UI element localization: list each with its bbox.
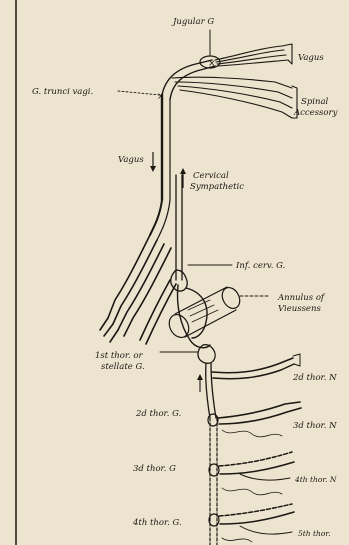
label-spinal-accessory-1: Spinal (301, 97, 329, 107)
third-thoracic-segment (209, 452, 294, 480)
label-vagus-top: Vagus (298, 53, 324, 63)
ganglion-trunci-vagi: × (118, 91, 165, 102)
label-fourth-thoracic-ganglion: 4th thor. G. (132, 518, 182, 528)
label-spinal-accessory-2: Accessory (293, 108, 338, 118)
connective-tissue-lines (222, 430, 282, 542)
inferior-cervical-ganglion (171, 265, 232, 291)
vagus-down-arrow (150, 152, 156, 172)
label-ganglion-trunci-vagi: G. trunci vagi. (32, 87, 93, 97)
cardiac-nerve-fibres (100, 235, 176, 344)
svg-text:×: × (157, 92, 165, 102)
jugular-ganglion: × (200, 30, 220, 69)
label-inferior-cervical-ganglion: Inf. cerv. G. (235, 261, 285, 271)
label-second-thoracic-ganglion: 2d thor. G. (135, 409, 181, 419)
label-third-thoracic-nerve: 3d thor. N (293, 421, 337, 431)
label-stellate-2: stellate G. (101, 362, 145, 372)
vagus-rootlets (215, 44, 292, 66)
thoracic-chain-up-arrow (197, 374, 203, 392)
cervical-sympathetic-up-arrow (180, 168, 186, 188)
label-annulus-1: Annulus of (277, 293, 326, 303)
label-cervical-sympathetic-2: Sympathetic (190, 182, 244, 192)
label-stellate-1: 1st thor. or (95, 351, 144, 361)
label-fourth-thoracic-nerve: 4th thor. N (294, 475, 337, 484)
second-thoracic-segment (208, 354, 301, 426)
thoracic-sympathetic-chain (206, 363, 217, 545)
svg-text:×: × (208, 59, 216, 69)
label-second-thoracic-nerve: 2d thor. N (292, 373, 337, 383)
label-fifth-thoracic: 5th thor. (298, 529, 331, 538)
label-jugular-ganglion: Jugular G (171, 17, 214, 27)
cervical-sympathetic-trunk (176, 175, 182, 280)
label-annulus-2: Vieussens (278, 304, 321, 314)
fourth-thoracic-segment (209, 504, 294, 534)
label-cervical-sympathetic-1: Cervical (193, 171, 229, 181)
label-third-thoracic-ganglion: 3d thor. G (133, 464, 176, 474)
label-vagus-mid: Vagus (118, 155, 144, 165)
spinal-accessory-nerve (172, 77, 297, 118)
